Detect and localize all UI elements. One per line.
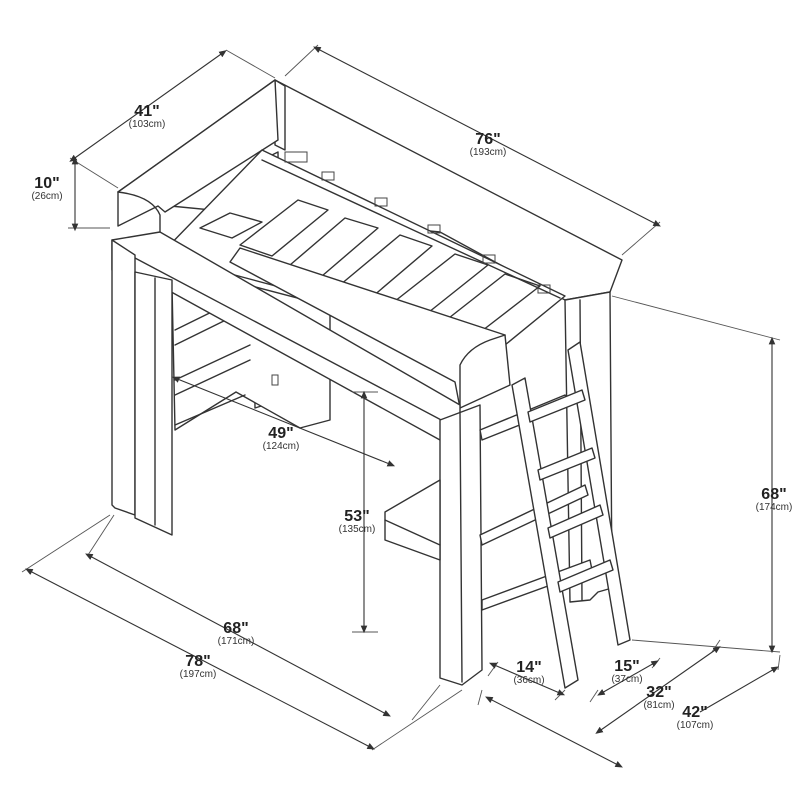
- front-left-leg: [111, 239, 136, 516]
- label-78-imperial: 78": [185, 653, 210, 670]
- label-68-height-metric: (174cm): [756, 502, 793, 513]
- label-53-imperial: 53": [344, 508, 369, 525]
- label-49-imperial: 49": [268, 425, 293, 442]
- label-32-metric: (81cm): [643, 700, 674, 711]
- ladder: [511, 341, 631, 689]
- label-14-metric: (36cm): [513, 675, 544, 686]
- dim-line-41: [69, 50, 227, 162]
- label-78-metric: (197cm): [180, 669, 217, 680]
- dim-line-14: [488, 662, 566, 696]
- desk-surface: [384, 479, 441, 561]
- label-14-imperial: 14": [516, 659, 541, 676]
- label-53-metric: (135cm): [339, 524, 376, 535]
- front-guard-panel: [229, 247, 511, 409]
- label-76-metric: (193cm): [470, 147, 507, 158]
- label-68-length-imperial: 68": [223, 620, 248, 637]
- dim-line-49: [171, 376, 396, 467]
- label-41-metric: (103cm): [129, 119, 166, 130]
- label-68-height-imperial: 68": [761, 486, 786, 503]
- dimension-labels: 41" (103cm) 10" (26cm) 76" (193cm) 49" (…: [31, 103, 792, 731]
- label-42-imperial: 42": [682, 704, 707, 721]
- label-10-imperial: 10": [34, 175, 59, 192]
- label-76-imperial: 76": [475, 131, 500, 148]
- label-15-metric: (37cm): [611, 674, 642, 685]
- label-10-metric: (26cm): [31, 191, 62, 202]
- dim-line-42: [485, 696, 623, 768]
- label-15-imperial: 15": [614, 658, 639, 675]
- label-42-metric: (107cm): [677, 720, 714, 731]
- dim-line-76: [313, 46, 661, 227]
- label-32-imperial: 32": [646, 684, 671, 701]
- label-49-metric: (124cm): [263, 441, 300, 452]
- dimension-lines: [21, 44, 781, 768]
- dim-line-78: [25, 568, 375, 750]
- label-68-length-metric: (171cm): [218, 636, 255, 647]
- label-41-imperial: 41": [134, 103, 159, 120]
